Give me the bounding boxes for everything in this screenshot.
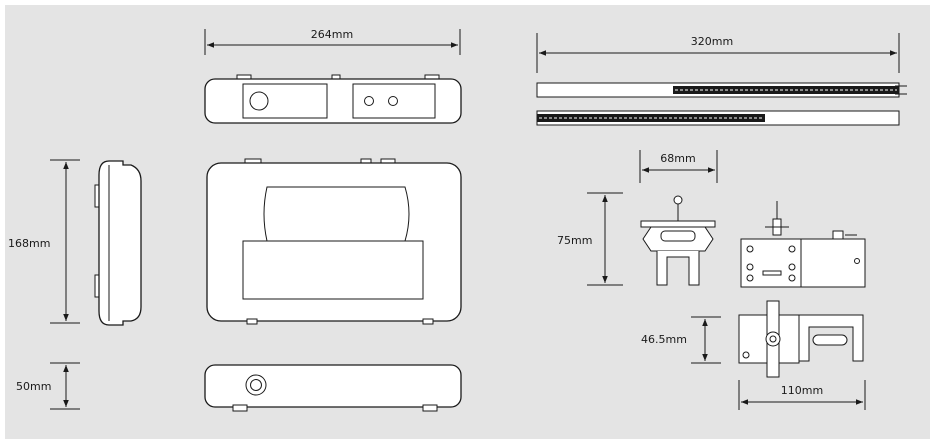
front-foot: [246, 318, 258, 325]
bracket-side-view: [740, 201, 866, 288]
switch-hole-icon: [364, 96, 374, 106]
connector-inner-icon: [250, 379, 262, 391]
dimension-label-320: 320mm: [691, 35, 733, 48]
housing-bottom-outline: [204, 364, 462, 408]
screw-icon: [746, 263, 754, 271]
strip-lower: [536, 110, 900, 126]
switch-hole-icon: [388, 96, 398, 106]
bracket-slot: [812, 334, 848, 346]
dimension-label-264: 264mm: [311, 28, 353, 41]
side-view: 168mm: [8, 159, 142, 326]
dimension-label-68: 68mm: [660, 152, 695, 165]
strip-views: 320mm: [536, 33, 907, 126]
screw-icon: [742, 351, 750, 359]
front-foot: [422, 318, 434, 325]
technical-drawing: 264mm: [5, 5, 930, 439]
bolt-head-icon: [673, 195, 683, 205]
dimension-label-75: 75mm: [557, 234, 592, 247]
screw-icon: [788, 274, 796, 282]
bracket-top-plate: [640, 220, 716, 228]
top-view: 264mm: [204, 28, 462, 124]
screw-icon: [788, 263, 796, 271]
bracket-front-view: 68mm 75mm: [557, 150, 718, 286]
bottom-foot: [232, 404, 248, 412]
dimension-label-110: 110mm: [781, 384, 823, 397]
dimension-label-168: 168mm: [8, 237, 50, 250]
dimension-label-46-5: 46.5mm: [641, 333, 687, 346]
bracket-top-view: 46.5mm 110mm: [641, 300, 866, 410]
front-view: [206, 158, 462, 325]
front-display-window: [242, 240, 424, 300]
front-lens-panel: [263, 186, 410, 242]
screw-icon: [854, 258, 860, 264]
drawing-canvas: 264mm: [8, 28, 907, 412]
dimension-label-50: 50mm: [16, 380, 51, 393]
bottom-view: 50mm: [16, 362, 462, 412]
screw-icon: [788, 245, 796, 253]
bracket-arm-top: [798, 314, 864, 362]
strip-upper: [536, 82, 907, 98]
bracket-arm: [800, 238, 866, 288]
bracket-legs: [656, 251, 700, 286]
screw-icon: [746, 245, 754, 253]
socket-icon: [249, 91, 269, 111]
bottom-foot: [422, 404, 438, 412]
housing-side-outline: [98, 160, 142, 326]
screw-icon: [746, 274, 754, 282]
